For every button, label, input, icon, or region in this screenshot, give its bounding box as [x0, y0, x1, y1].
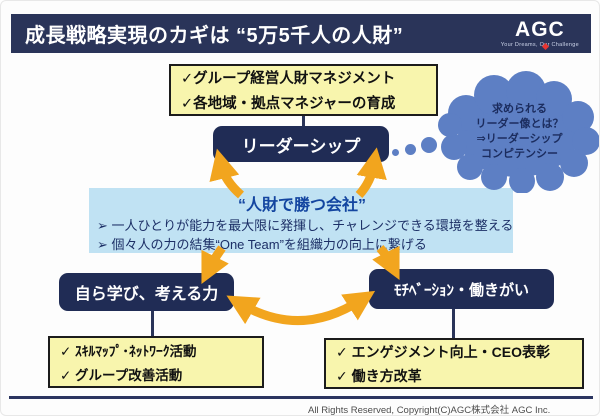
center-vision-box: “人財で勝つ会社” ➢ 一人ひとりが能力を最大限に発揮し、チャレンジできる環境を…: [89, 188, 513, 253]
cloud-line: コンピテンシー: [481, 147, 558, 160]
thought-dot-icon: [405, 144, 416, 155]
agc-logo-text: AGC: [515, 17, 565, 41]
vision-bullet: ➢ 一人ひとりが能力を最大限に発揮し、チャレンジできる環境を整える: [97, 218, 514, 233]
top-callout-box: ✓グループ経営人財マネジメント ✓各地域・拠点マネジャーの育成: [169, 64, 438, 116]
page-title: 成長戦略実現のカギは “5万5千人の人財”: [25, 25, 404, 47]
motivation-label: ﾓﾁﾍﾞｰｼｮﾝ・働きがい: [393, 281, 529, 299]
vision-title: “人財で勝つ会社”: [237, 197, 366, 214]
self-learning-label: 自ら学び、考える力: [74, 286, 219, 303]
agc-logo: AGC Your Dreams, Our Challenge: [500, 17, 579, 51]
vision-bullet: ➢ 個々人の力の結集“One Team”を組織力の向上に繋げる: [97, 236, 427, 252]
cloud-line: 求められる: [492, 103, 547, 116]
callout-item: ✓各地域・拠点マネジャーの育成: [181, 96, 396, 112]
callout-item: ✓ グループ改善活動: [60, 368, 183, 383]
thought-dot-icon: [421, 137, 437, 153]
cloud-line: リーダー像とは？: [475, 118, 564, 131]
callout-item: ✓グループ経営人財マネジメント: [181, 71, 396, 87]
connector-line: [452, 308, 455, 339]
connector-line: [302, 114, 305, 128]
header-bar: 成長戦略実現のカギは “5万5千人の人財” AGC Your Dreams, O…: [11, 14, 591, 53]
leadership-box: リーダーシップ: [213, 126, 389, 162]
callout-item: ✓ 働き方改革: [336, 367, 422, 384]
left-callout-box: ✓ ｽｷﾙﾏｯﾌﾟ･ﾈｯﾄﾜｰｸ活動 ✓ グループ改善活動: [48, 336, 264, 388]
connector-line: [151, 310, 154, 337]
cloud-icon: [438, 71, 599, 193]
logo-tagline: Your Dreams, Our Challenge: [500, 41, 579, 48]
callout-item: ✓ ｽｷﾙﾏｯﾌﾟ･ﾈｯﾄﾜｰｸ活動: [60, 344, 197, 359]
leadership-label: リーダーシップ: [241, 136, 361, 156]
thought-cloud: 求められる リーダー像とは？ ⇒リーダーシップ コンピテンシー: [438, 71, 599, 193]
motivation-box: ﾓﾁﾍﾞｰｼｮﾝ・働きがい: [369, 269, 554, 309]
arrow-bidirectional-icon: [226, 290, 376, 325]
copyright-text: All Rights Reserved, Copyright(C)AGC株式会社…: [308, 405, 551, 416]
callout-item: ✓ エンゲジメント向上・CEO表彰: [336, 343, 550, 360]
thought-dot-icon: [392, 149, 399, 156]
right-callout-box: ✓ エンゲジメント向上・CEO表彰 ✓ 働き方改革: [324, 338, 584, 389]
footer-divider: [9, 396, 593, 399]
cloud-text: 求められる リーダー像とは？ ⇒リーダーシップ コンピテンシー: [438, 71, 599, 193]
cloud-line: ⇒リーダーシップ: [476, 133, 563, 145]
self-learning-box: 自ら学び、考える力: [59, 273, 234, 311]
